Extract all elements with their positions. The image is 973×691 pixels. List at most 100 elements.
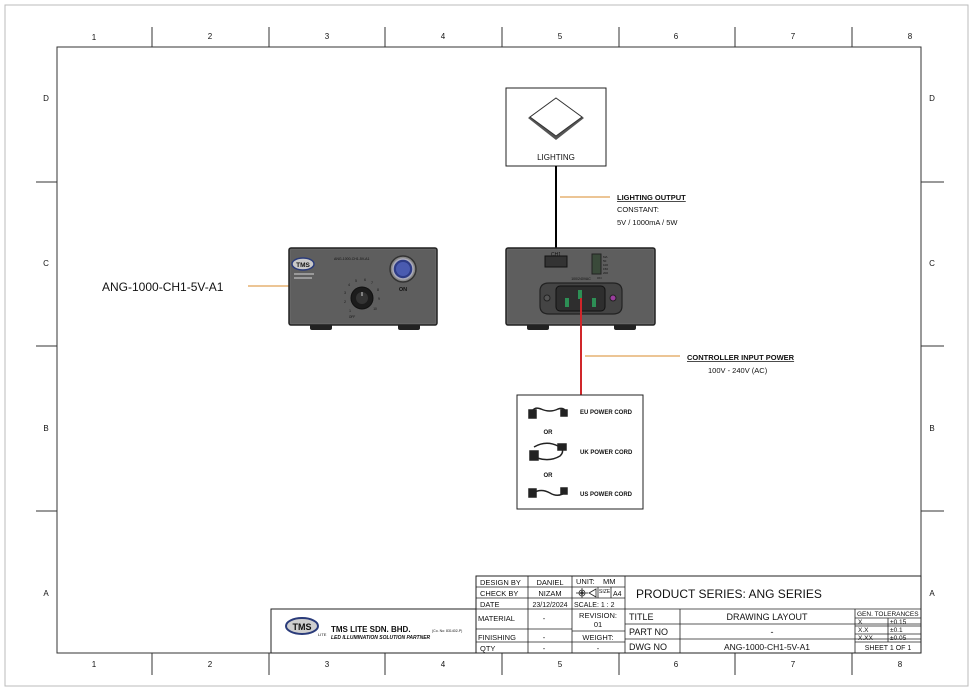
tol-value: ±0.1 (890, 627, 903, 634)
row-label: B (43, 424, 48, 433)
part-no-label: PART NO (629, 627, 668, 637)
tol-key: X.XX (858, 635, 873, 642)
row-dividers (36, 181, 944, 512)
output-line2: 5V / 1000mA / 5W (617, 218, 678, 227)
scale-label: SCALE: 1 : 2 (574, 602, 615, 609)
input-title: CONTROLLER INPUT POWER (687, 353, 795, 362)
col-label: 1 (92, 660, 97, 669)
finishing-value: - (543, 633, 546, 642)
col-label: 3 (325, 660, 330, 669)
size-label: SIZE (599, 589, 611, 595)
front-logo-text: TMS (296, 262, 310, 269)
knob-tick: 8 (377, 288, 379, 292)
title-label: TITLE (629, 612, 654, 622)
voltage-label: 100/240VAC (571, 277, 591, 281)
us-cord-label: US POWER CORD (580, 492, 633, 498)
date-value: 23/12/2024 (532, 602, 567, 609)
knob-tick: 4 (348, 283, 350, 287)
column-dividers (151, 27, 853, 675)
row-label: A (929, 589, 935, 598)
controller-front: TMS ANG-1000-CH1-5V-A1 ON 1 2 3 4 5 6 7 … (288, 247, 438, 330)
company-reg: (Co. No: 831402-P) (432, 629, 462, 633)
dip-label: MA (603, 255, 608, 259)
output-line1: CONSTANT: (617, 205, 659, 214)
column-labels-bottom: 1 2 3 4 5 6 7 8 (92, 660, 903, 669)
row-labels-right: D C B A (929, 94, 935, 598)
us-cord-icon (528, 487, 568, 498)
dip-label: 100 (603, 263, 608, 267)
weight-label: WEIGHT: (582, 633, 613, 642)
eu-cord-label: EU POWER CORD (580, 410, 633, 416)
dwg-no-label: DWG NO (629, 642, 667, 652)
design-by-value: DANIEL (536, 578, 563, 587)
front-model-text: ANG-1000-CH1-5V-A1 (334, 257, 369, 261)
col-label: 6 (674, 32, 679, 41)
knob-tick: 9 (378, 297, 380, 301)
front-logo-icon (291, 257, 315, 271)
knob-tick: 3 (344, 291, 346, 295)
col-label: 4 (441, 660, 446, 669)
knob-tick: 1 (349, 309, 351, 313)
title-block: TMS LITE TMS LITE SDN. BHD. (Co. No: 831… (270, 575, 922, 654)
dip-labels: MA 50 100 150 200 (603, 255, 608, 275)
or-separator: OR (544, 430, 554, 436)
row-label: D (929, 94, 935, 103)
or-separator: OR (544, 473, 554, 479)
col-label: 5 (558, 32, 563, 41)
company-logo-icon (285, 617, 319, 635)
col-label: 2 (208, 32, 213, 41)
date-label: DATE (480, 600, 499, 609)
col-label: 7 (791, 660, 796, 669)
knob-scale: 1 2 3 4 5 6 7 8 9 10 (344, 278, 380, 313)
dip-switch-icon (591, 253, 602, 275)
col-label: 1 (92, 33, 97, 42)
col-label: 8 (898, 660, 903, 669)
material-label: MATERIAL (478, 614, 515, 623)
material-value: - (543, 614, 546, 623)
col-label: 2 (208, 660, 213, 669)
weight-value: - (597, 644, 600, 653)
qty-value: - (543, 644, 546, 653)
tolerances-label: GEN. TOLERANCES (857, 611, 919, 618)
check-by-label: CHECK BY (480, 589, 518, 598)
qty-label: QTY (480, 644, 495, 653)
finishing-label: FINISHING (478, 633, 516, 642)
model-label: ANG-1000-CH1-5V-A1 (102, 280, 224, 294)
uk-cord-label: UK POWER CORD (580, 450, 633, 456)
input-line1: 100V - 240V (AC) (708, 366, 768, 375)
dip-label: 200 (603, 271, 608, 275)
lighting-label: LIGHTING (537, 153, 575, 162)
revision-value: 01 (594, 620, 602, 629)
output-connector-icon (544, 255, 568, 268)
knob-tick: 5 (355, 279, 357, 283)
check-by-value: NIZAM (538, 589, 561, 598)
tol-value: ±0.15 (890, 619, 907, 626)
row-labels-left: D C B A (43, 94, 49, 598)
company-name: TMS LITE SDN. BHD. (331, 625, 411, 634)
column-labels-top: 1 2 3 4 5 6 7 8 (92, 32, 913, 42)
title-value: DRAWING LAYOUT (726, 612, 808, 622)
dwg-no-value: ANG-1000-CH1-5V-A1 (724, 642, 810, 652)
tol-key: X (858, 619, 863, 626)
col-label: 8 (908, 32, 913, 41)
col-label: 7 (791, 32, 796, 41)
dip-label: 150 (603, 267, 608, 271)
tol-value: ±0.05 (890, 635, 907, 642)
dip-on-label: ON (597, 276, 602, 280)
dip-label: 50 (603, 259, 607, 263)
projection-symbol-icon (576, 588, 597, 598)
row-label: D (43, 94, 49, 103)
knob-tick: 6 (364, 278, 366, 282)
col-label: 4 (441, 32, 446, 41)
knob-tick: 10 (373, 307, 377, 311)
company-tagline: LED ILLUMINATION SOLUTION PARTNER (331, 635, 431, 641)
unit-label: UNIT: (576, 577, 595, 586)
col-label: 6 (674, 660, 679, 669)
part-no-value: - (771, 627, 774, 637)
product-series: PRODUCT SERIES: ANG SERIES (636, 587, 822, 601)
knob-off-label: OFF (349, 315, 355, 319)
channel-label: CH1 (551, 252, 561, 258)
power-cords-box (516, 394, 644, 510)
unit-value: MM (603, 577, 616, 586)
uk-cord-icon (529, 442, 567, 461)
